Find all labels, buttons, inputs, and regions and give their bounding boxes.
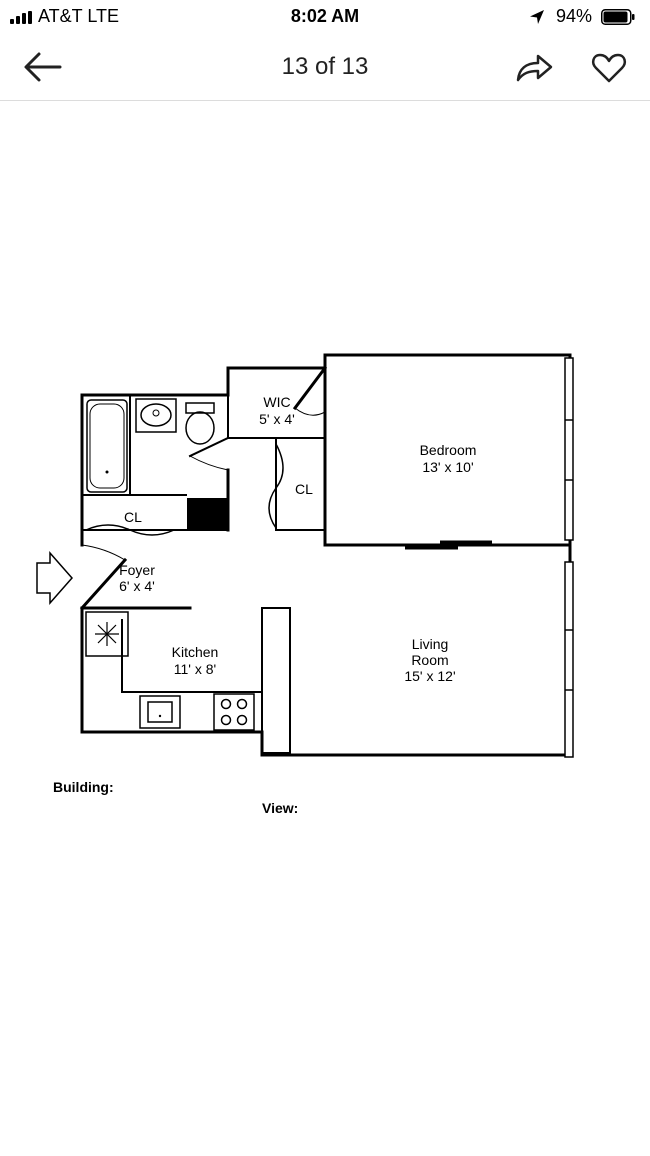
battery-percent: 94% [556, 6, 593, 26]
kitchen-label: Kitchen [172, 644, 219, 660]
living-room-size: 15' x 12' [404, 668, 455, 684]
heart-outline-icon [591, 53, 627, 83]
living-room-label-line1: Living [412, 636, 449, 652]
navigation-bar: 13 of 13 [0, 34, 650, 101]
bedroom-closet-label: CL [295, 481, 313, 497]
arrow-left-icon [24, 52, 62, 82]
living-room-label-line2: Room [411, 652, 448, 668]
share-button[interactable] [514, 51, 554, 85]
location-arrow-icon [530, 10, 544, 24]
bedroom-label: Bedroom [420, 442, 477, 458]
battery-icon [601, 9, 635, 25]
bedroom-size: 13' x 10' [422, 459, 473, 475]
kitchen-size: 11' x 8' [174, 661, 216, 677]
foyer-size: 6' x 4' [119, 578, 155, 594]
foyer-label: Foyer [119, 562, 155, 578]
view-label: View: [262, 800, 298, 816]
back-button[interactable] [22, 49, 62, 85]
clock: 8:02 AM [290, 6, 360, 26]
bath-closet-label: CL [124, 509, 142, 525]
wic-label: WIC [263, 394, 290, 410]
share-arrow-icon [516, 54, 553, 82]
floor-plan-image: WIC 5' x 4' Bedroom 13' x 10' CL CL Foye… [36, 353, 574, 816]
signal-strength-icon [10, 11, 36, 24]
wic-size: 5' x 4' [259, 411, 295, 427]
building-label: Building: [53, 779, 114, 795]
status-bar: AT&T LTE 8:02 AM 94% [0, 0, 650, 34]
favorite-button[interactable] [590, 51, 628, 85]
carrier-label: AT&T LTE [38, 6, 120, 26]
